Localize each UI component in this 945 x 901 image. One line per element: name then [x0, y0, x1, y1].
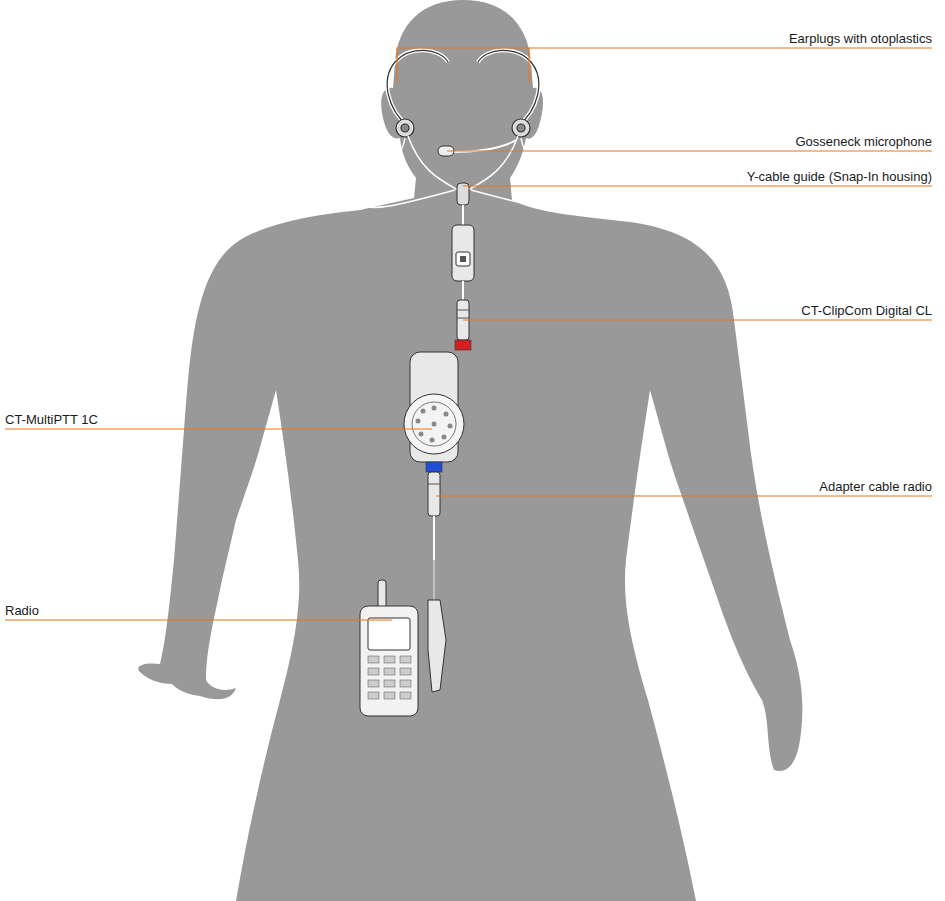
- radio: [360, 580, 418, 716]
- gooseneck-microphone: [438, 140, 516, 156]
- y-cable-guide: [457, 183, 469, 225]
- body-silhouette: [138, 0, 802, 901]
- leader-lines: [5, 48, 932, 620]
- part-label: Earplugs with otoplastics: [789, 31, 932, 46]
- part-label: Y-cable guide (Snap-In housing): [747, 169, 932, 184]
- part-label: CT-MultiPTT 1C: [5, 412, 98, 427]
- ear-cables: [360, 136, 566, 207]
- part-label: Adapter cable radio: [819, 479, 932, 494]
- clipcom-unit: [452, 225, 474, 350]
- part-label: Gosseneck microphone: [795, 134, 932, 149]
- earplugs: [387, 50, 539, 137]
- multiptt-unit: [404, 352, 464, 472]
- adapter-cable: [428, 472, 446, 692]
- part-label: Radio: [5, 603, 39, 618]
- part-label: CT-ClipCom Digital CL: [801, 303, 932, 318]
